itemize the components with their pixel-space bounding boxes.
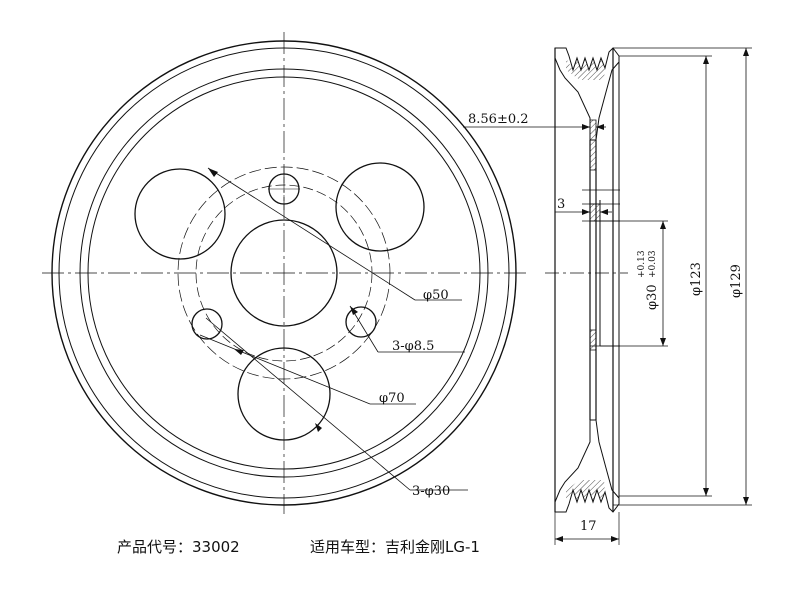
small-hole-left [191,308,223,340]
label-d123: φ123 [689,262,704,296]
label-holes-large: 3-φ30 [412,484,450,499]
label-d50: φ50 [423,288,449,303]
bottom-groove-profile [554,419,620,513]
large-hole-left [134,168,226,260]
vehicle-model: 适用车型：吉利金刚LG-1 [310,538,480,556]
label-wall: 3 [557,197,565,212]
label-offset: 8.56±0.2 [468,112,529,127]
label-d70: φ70 [379,391,405,406]
label-bore-tol-lower: +0.03 [648,250,658,278]
product-code: 产品代号：33002 [117,538,240,556]
leader-d50 [207,167,416,301]
front-view [42,32,530,514]
large-hole-right [335,162,425,252]
pcd-large-circle [177,166,391,380]
side-view [463,47,752,545]
label-d129: φ129 [729,264,744,298]
label-bore-tol-upper: +0.13 [637,250,647,278]
label-bore: φ30 [645,284,660,310]
label-holes-small: 3-φ8.5 [392,339,434,354]
small-hole-right [345,306,377,338]
center-hole [230,219,338,327]
leader-d70 [199,334,371,405]
label-width: 17 [580,519,597,534]
large-hole-bottom [237,347,331,441]
leader-holes-large [205,317,411,491]
